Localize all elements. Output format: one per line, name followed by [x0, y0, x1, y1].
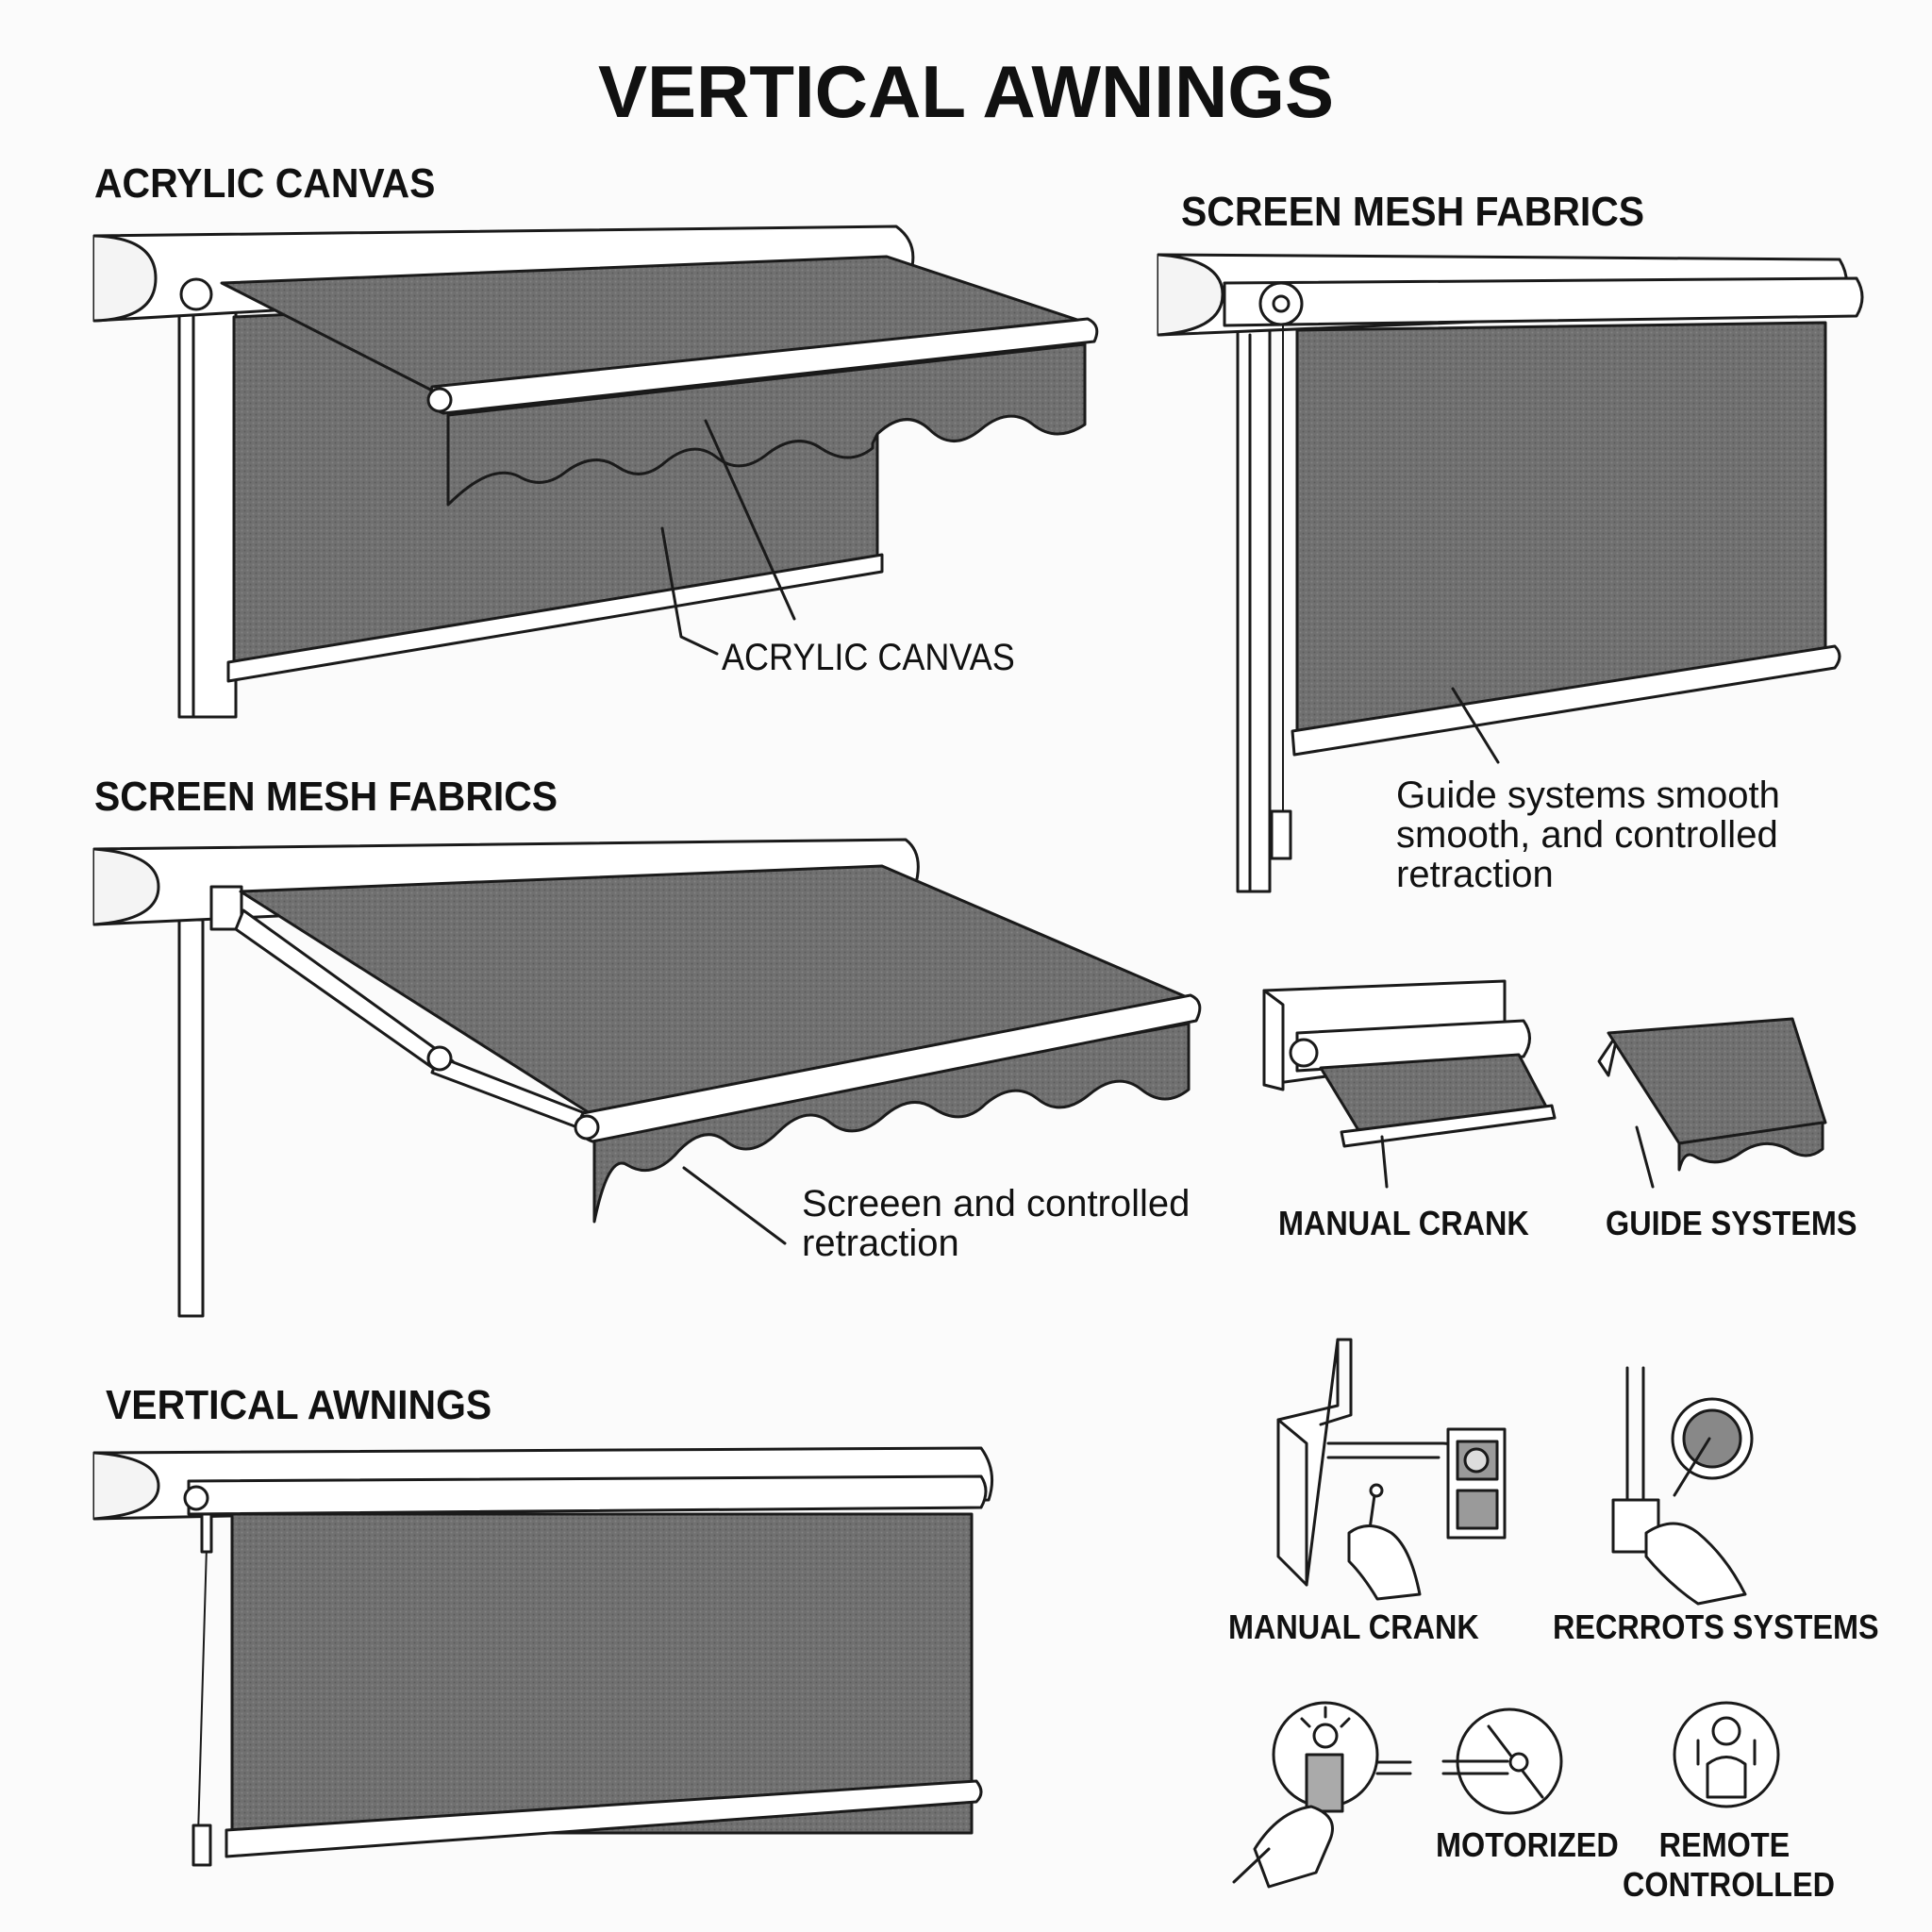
- acrylic-canvas-heading: ACRYLIC CANVAS: [94, 160, 436, 207]
- recrrots-systems-caption: RECRROTS SYSTEMS: [1553, 1607, 1879, 1646]
- screen-mesh-heading-mid: SCREEN MESH FABRICS: [94, 774, 558, 820]
- screen-mesh-heading-top: SCREEN MESH FABRICS: [1181, 189, 1645, 235]
- screen-mesh-vertical-awning: [1157, 253, 1864, 893]
- page-title: VERTICAL AWNINGS: [597, 50, 1335, 133]
- mesh-leader-line: [1451, 687, 1500, 764]
- guide-callout-line-1: Guide systems smooth: [1396, 774, 1780, 816]
- mesh-bottom-bar: [1291, 644, 1841, 757]
- screen-callout: Screeen and controlled retraction: [802, 1184, 1208, 1263]
- manual-crank-caption-2: MANUAL CRANK: [1228, 1607, 1479, 1646]
- acrylic-leader-lines: [660, 419, 796, 656]
- guide-systems-icon: [1597, 1017, 1827, 1189]
- vertical-awnings-heading: VERTICAL AWNINGS: [106, 1382, 492, 1428]
- remote-caption-line-1: REMOTE: [1658, 1825, 1790, 1864]
- switch-control-icon: [1611, 1366, 1754, 1606]
- retractable-valance: [592, 1022, 1191, 1224]
- vertical-awning: [92, 1446, 994, 1867]
- acrylic-canvas-awning: [92, 225, 1099, 719]
- vertical-bottom-bar: [225, 1779, 983, 1858]
- retractable-leader-line: [682, 1166, 787, 1245]
- screen-callout-line-2: retraction: [802, 1223, 959, 1264]
- guide-callout: Guide systems smooth smooth, and control…: [1396, 775, 1924, 894]
- remote-controlled-caption: REMOTE CONTROLLED: [1623, 1825, 1835, 1905]
- guide-callout-line-3: retraction: [1396, 854, 1554, 895]
- guide-callout-line-2: smooth, and controlled: [1396, 814, 1778, 856]
- remote-controlled-icon: [1673, 1701, 1780, 1808]
- acrylic-bottom-bar: [226, 553, 884, 683]
- guide-systems-caption: GUIDE SYSTEMS: [1606, 1204, 1857, 1242]
- vertical-screen: [230, 1512, 974, 1835]
- motorized-caption: MOTORIZED: [1436, 1825, 1619, 1864]
- acrylic-callout: ACRYLIC CANVAS: [722, 637, 1015, 678]
- manual-crank-caption-1: MANUAL CRANK: [1278, 1204, 1529, 1242]
- screen-callout-line-1: Screeen and controlled: [802, 1183, 1191, 1224]
- remote-caption-line-2: CONTROLLED: [1623, 1865, 1835, 1904]
- manual-crank-control-icon: [1276, 1338, 1507, 1601]
- manual-crank-cassette-icon: [1262, 979, 1557, 1189]
- acrylic-valance: [446, 342, 1087, 507]
- motorized-control-icon: [1232, 1701, 1563, 1889]
- screen-mesh-retractable-awning: [92, 838, 1202, 1318]
